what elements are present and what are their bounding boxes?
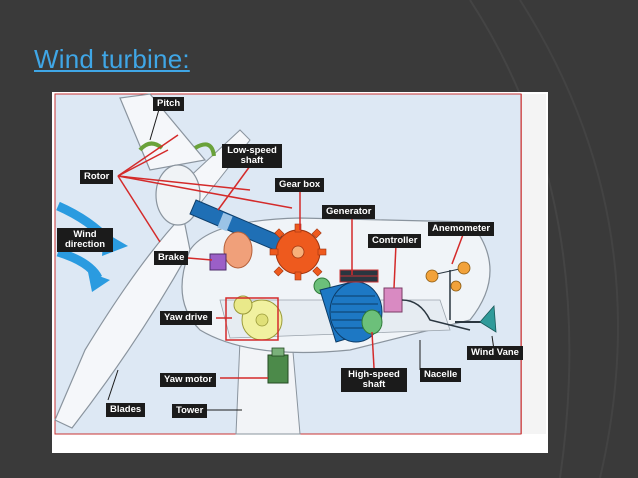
yaw-drive [225, 295, 283, 341]
brake-disc [223, 231, 253, 269]
label-brake: Brake [154, 251, 189, 265]
high-speed-shaft [361, 309, 383, 335]
label-nacelle: Nacelle [420, 368, 462, 382]
blade-lower [54, 213, 191, 429]
generator [319, 269, 383, 343]
label-high-speed-shaft-line1: High-speed [348, 369, 400, 380]
label-wind-direction-line1: Wind [73, 229, 97, 240]
label-tower: Tower [172, 404, 208, 418]
label-generator: Generator [322, 205, 376, 219]
label-yaw-drive: Yaw drive [160, 311, 212, 325]
yaw-motor [267, 347, 289, 384]
controller [383, 287, 403, 313]
blade-upper [119, 93, 207, 171]
label-high-speed-shaft: High-speed shaft [341, 368, 407, 392]
label-wind-vane: Wind Vane [467, 346, 523, 360]
label-blades: Blades [106, 403, 146, 417]
gear-box [269, 223, 327, 281]
leader-lines-dark [107, 105, 495, 411]
label-high-speed-shaft-line2: shaft [362, 379, 386, 390]
label-wind-direction: Wind direction [57, 228, 113, 252]
pitch-arrow-right [193, 142, 216, 157]
rotor-hub [155, 164, 201, 226]
label-yaw-motor: Yaw motor [160, 373, 217, 387]
label-low-speed-shaft: Low-speed shaft [222, 144, 282, 168]
label-rotor: Rotor [80, 170, 114, 184]
label-gear-box: Gear box [275, 178, 325, 192]
tower [235, 339, 301, 435]
slide-title: Wind turbine: [34, 44, 190, 74]
label-wind-direction-line2: direction [64, 239, 106, 250]
label-anemometer: Anemometer [428, 222, 495, 236]
label-low-speed-shaft-line1: Low-speed [227, 145, 277, 156]
brake-caliper [209, 253, 227, 271]
label-controller: Controller [368, 234, 422, 248]
label-pitch: Pitch [153, 97, 185, 111]
leader-lines [117, 134, 465, 379]
wind-vane [455, 305, 497, 333]
label-low-speed-shaft-line2: shaft [240, 155, 264, 166]
anemometer [425, 261, 471, 320]
